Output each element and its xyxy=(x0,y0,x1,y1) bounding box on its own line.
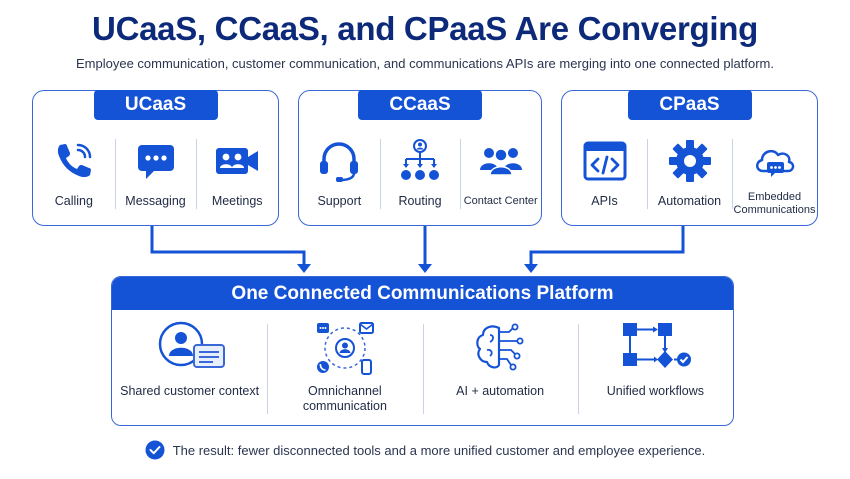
ucaas-connector xyxy=(150,226,306,265)
card-item-routing: Routing xyxy=(379,131,461,217)
platform-item-label: Unified workflows xyxy=(606,384,704,398)
card-title: CCaaS xyxy=(358,90,482,120)
video-meeting-icon xyxy=(216,148,259,174)
item-label: Contact Center xyxy=(463,195,538,207)
chat-bubble-icon xyxy=(137,145,174,179)
card-ccaas: CCaaS Support Routing xyxy=(298,90,542,226)
card-item-meetings: Meetings xyxy=(196,131,278,217)
card-item-automation: Automation xyxy=(647,131,732,217)
card-title: CPaaS xyxy=(627,90,752,120)
group-icon xyxy=(479,148,522,176)
item-label: Calling xyxy=(54,194,93,208)
headset-icon xyxy=(320,142,359,182)
item-label: Embedded Communications xyxy=(733,191,816,216)
item-label: APIs xyxy=(591,194,618,208)
card-item-contact-center: Contact Center xyxy=(460,131,541,217)
card-item-apis: APIs xyxy=(562,131,647,217)
platform-item-unified-workflows: Unified workflows xyxy=(577,310,733,425)
card-item-embedded: Embedded Communications xyxy=(732,131,817,217)
omnichannel-icon xyxy=(316,322,374,375)
platform-item-label: Shared customer context xyxy=(120,384,260,398)
card-cpaas: CPaaS APIs Automation xyxy=(561,90,818,226)
cpaas-connector xyxy=(529,226,685,265)
check-circle-icon xyxy=(145,440,165,460)
card-item-support: Support xyxy=(299,131,380,217)
ai-brain-icon xyxy=(476,323,524,371)
workflow-icon xyxy=(623,323,692,368)
cloud-chat-icon xyxy=(755,149,794,177)
card-item-messaging: Messaging xyxy=(114,131,197,217)
result-statement: The result: fewer disconnected tools and… xyxy=(0,440,850,460)
phone-icon xyxy=(57,143,92,178)
platform-item-shared-context: Shared customer context xyxy=(112,310,267,425)
result-text: The result: fewer disconnected tools and… xyxy=(172,442,706,458)
gear-icon xyxy=(668,140,711,182)
platform-item-ai-automation: AI + automation xyxy=(422,310,578,425)
platform-box: One Connected Communications Platform Sh… xyxy=(111,276,734,426)
item-label: Automation xyxy=(657,194,722,208)
item-label: Routing xyxy=(398,194,442,208)
card-item-calling: Calling xyxy=(33,131,115,217)
customer-profile-icon xyxy=(158,321,225,368)
page-title: UCaaS, CCaaS, and CPaaS Are Converging xyxy=(92,10,758,47)
card-title: UCaaS xyxy=(93,90,218,120)
platform-item-label: Omnichannel communication xyxy=(302,384,387,413)
page-subtitle: Employee communication, customer communi… xyxy=(75,56,774,71)
platform-item-omnichannel: Omnichannel communication xyxy=(267,310,422,425)
routing-tree-icon xyxy=(401,139,439,180)
item-label: Messaging xyxy=(125,194,186,208)
code-window-icon xyxy=(583,141,626,181)
item-label: Meetings xyxy=(211,194,263,208)
card-ucaas: UCaaS Calling Messaging xyxy=(32,90,279,226)
item-label: Support xyxy=(317,194,362,208)
platform-title: One Connected Communications Platform xyxy=(112,277,733,310)
platform-item-label: AI + automation xyxy=(456,384,545,398)
